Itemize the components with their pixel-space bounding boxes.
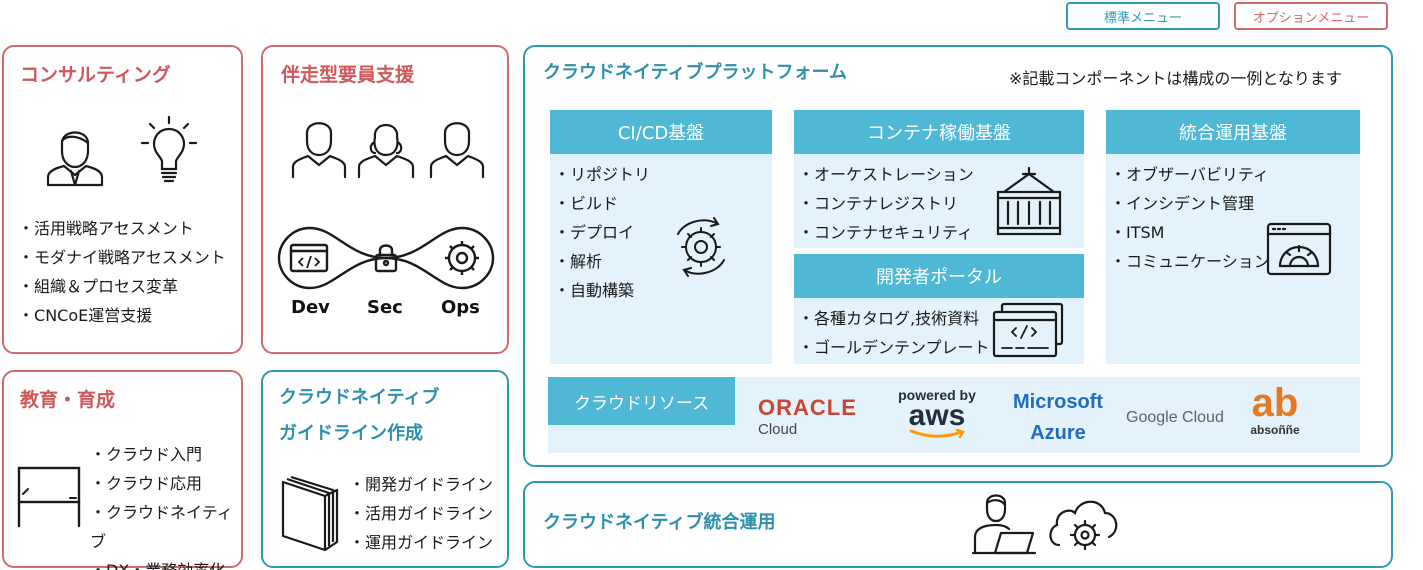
shipping-container-icon: [994, 166, 1064, 238]
legend-option-menu: オプションメニュー: [1234, 2, 1388, 30]
lightbulb-icon: [138, 115, 200, 187]
google-cloud-logo: Google Cloud: [1126, 409, 1224, 426]
list-item: 開発ガイドライン: [349, 470, 493, 499]
platform-note: ※記載コンポーネントは構成の一例となります: [1009, 69, 1342, 88]
container-panel: コンテナ稼働基盤 オーケストレーション コンテナレジストリ コンテナセキュリティ: [794, 110, 1084, 248]
resources-title: クラウドリソース: [548, 377, 735, 425]
whiteboard-icon: [16, 464, 82, 530]
cicd-list: リポジトリ ビルド デプロイ 解析 自動構築: [554, 160, 650, 305]
ops-title: 統合運用基盤: [1106, 110, 1360, 154]
guideline-list: 開発ガイドライン 活用ガイドライン 運用ガイドライン: [349, 470, 493, 557]
cicd-panel: CI/CD基盤 リポジトリ ビルド デプロイ 解析 自動構築: [550, 110, 772, 364]
cicd-title: CI/CD基盤: [550, 110, 772, 154]
list-item: CNCoE運営支援: [18, 301, 226, 330]
cloud-resources-panel: クラウドリソース ORACLE Cloud powered by aws Mic…: [548, 377, 1360, 453]
portal-title: 開発者ポータル: [794, 254, 1084, 298]
list-item: デプロイ: [554, 218, 650, 247]
operator-laptop-icon: [971, 491, 1039, 557]
list-item: DX・業務効率化: [90, 556, 241, 570]
container-title: コンテナ稼働基盤: [794, 110, 1084, 154]
list-item: オブザーバビリティ: [1110, 160, 1270, 189]
integrated-ops-title: クラウドネイティブ統合運用: [543, 512, 776, 533]
dev-label: Dev: [291, 297, 330, 318]
list-item: クラウド応用: [90, 469, 241, 498]
list-item: インシデント管理: [1110, 189, 1270, 218]
guideline-card: クラウドネイティブ ガイドライン作成 開発ガイドライン 活用ガイドライン 運用ガ…: [261, 370, 509, 568]
settings-window-icon: [1266, 222, 1332, 276]
ops-label: Ops: [441, 297, 480, 318]
devsecops-infinity-icon: [275, 223, 497, 293]
list-item: クラウドネイティブ: [90, 498, 241, 556]
container-list: オーケストレーション コンテナレジストリ コンテナセキュリティ: [798, 160, 974, 247]
aws-smile-icon: [909, 429, 965, 439]
aws-logo: powered by aws: [896, 387, 978, 439]
book-icon: [277, 476, 343, 552]
code-window-icon: [992, 302, 1066, 360]
list-item: コミュニケーション: [1110, 247, 1270, 276]
companion-title: 伴走型要員支援: [281, 64, 415, 86]
list-item: クラウド入門: [90, 440, 241, 469]
companion-support-card: 伴走型要員支援 Dev Sec Ops: [261, 45, 509, 354]
list-item: ITSM: [1110, 218, 1270, 247]
developer-portal-panel: 開発者ポータル 各種カタログ,技術資料 ゴールデンテンプレート: [794, 254, 1084, 364]
education-title: 教育・育成: [20, 389, 116, 411]
cicd-gear-cycle-icon: [658, 214, 744, 280]
education-list: クラウド入門 クラウド応用 クラウドネイティブ DX・業務効率化: [90, 440, 241, 570]
list-item: ビルド: [554, 189, 650, 218]
list-item: ゴールデンテンプレート: [798, 333, 990, 362]
list-item: 運用ガイドライン: [349, 528, 493, 557]
list-item: コンテナセキュリティ: [798, 218, 974, 247]
guideline-title-line2: ガイドライン作成: [279, 423, 423, 444]
integrated-operations-card: クラウドネイティブ統合運用: [523, 481, 1393, 568]
absonne-logo: ab absoññe: [1250, 381, 1300, 437]
list-item: リポジトリ: [554, 160, 650, 189]
list-item: 活用ガイドライン: [349, 499, 493, 528]
consulting-title: コンサルティング: [20, 64, 171, 86]
list-item: 自動構築: [554, 276, 650, 305]
education-card: 教育・育成 クラウド入門 クラウド応用 クラウドネイティブ DX・業務効率化: [2, 370, 243, 570]
consulting-list: 活用戦略アセスメント モダナイ戦略アセスメント 組織＆プロセス変革 CNCoE運…: [18, 214, 226, 330]
list-item: 活用戦略アセスメント: [18, 214, 226, 243]
list-item: モダナイ戦略アセスメント: [18, 243, 226, 272]
ops-platform-panel: 統合運用基盤 オブザーバビリティ インシデント管理 ITSM コミュニケーション: [1106, 110, 1360, 364]
consultant-person-icon: [44, 121, 106, 187]
list-item: コンテナレジストリ: [798, 189, 974, 218]
list-item: 各種カタログ,技術資料: [798, 304, 990, 333]
list-item: オーケストレーション: [798, 160, 974, 189]
list-item: 組織＆プロセス変革: [18, 272, 226, 301]
team-members-icon: [291, 113, 487, 179]
portal-list: 各種カタログ,技術資料 ゴールデンテンプレート: [798, 304, 990, 362]
cloud-gear-icon: [1045, 491, 1121, 553]
oracle-cloud-logo: ORACLE Cloud: [758, 395, 857, 438]
platform-title: クラウドネイティブプラットフォーム: [543, 62, 848, 83]
consulting-card: コンサルティング 活用戦略アセスメント モダナイ戦略アセスメント 組織＆プロセス…: [2, 45, 243, 354]
microsoft-azure-logo: Microsoft Azure: [1013, 391, 1103, 444]
list-item: 解析: [554, 247, 650, 276]
legend-standard-menu: 標準メニュー: [1066, 2, 1220, 30]
ops-list: オブザーバビリティ インシデント管理 ITSM コミュニケーション: [1110, 160, 1270, 276]
sec-label: Sec: [367, 297, 403, 318]
guideline-title-line1: クラウドネイティブ: [279, 387, 440, 408]
